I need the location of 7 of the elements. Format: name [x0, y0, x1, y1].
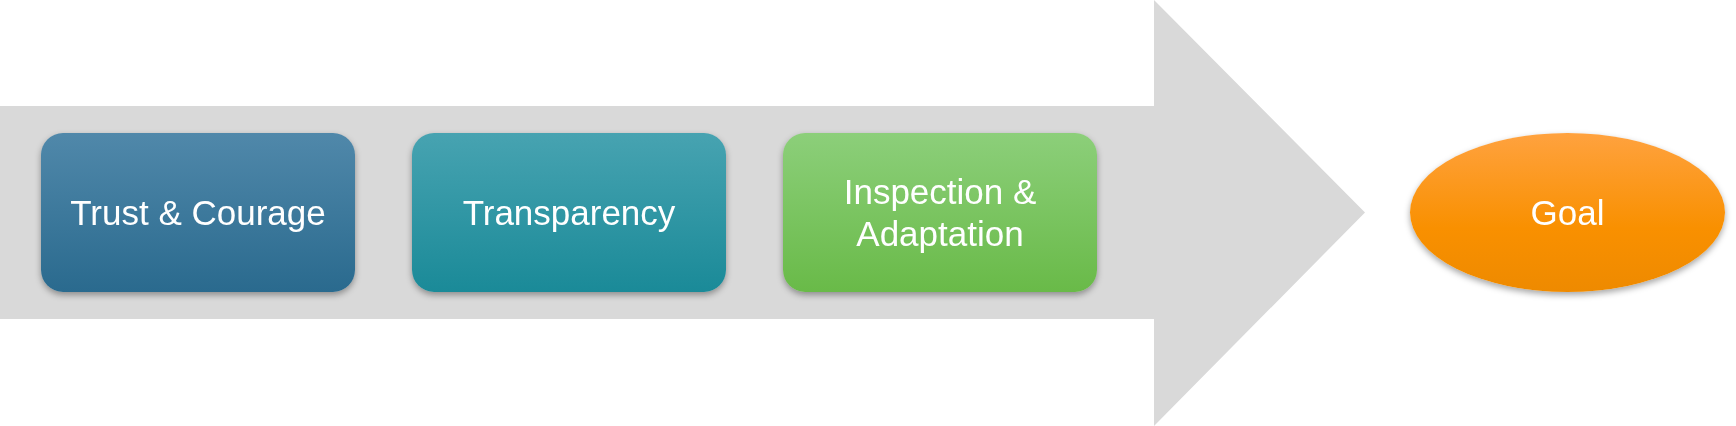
node-label: Goal	[1529, 191, 1606, 234]
node-label: Trust & Courage	[69, 191, 327, 234]
node-label: Transparency	[461, 191, 677, 234]
value-box	[783, 133, 1097, 292]
node-label: Inspection & Adaptation	[842, 170, 1038, 255]
value-box	[41, 133, 355, 292]
value-box	[412, 133, 726, 292]
